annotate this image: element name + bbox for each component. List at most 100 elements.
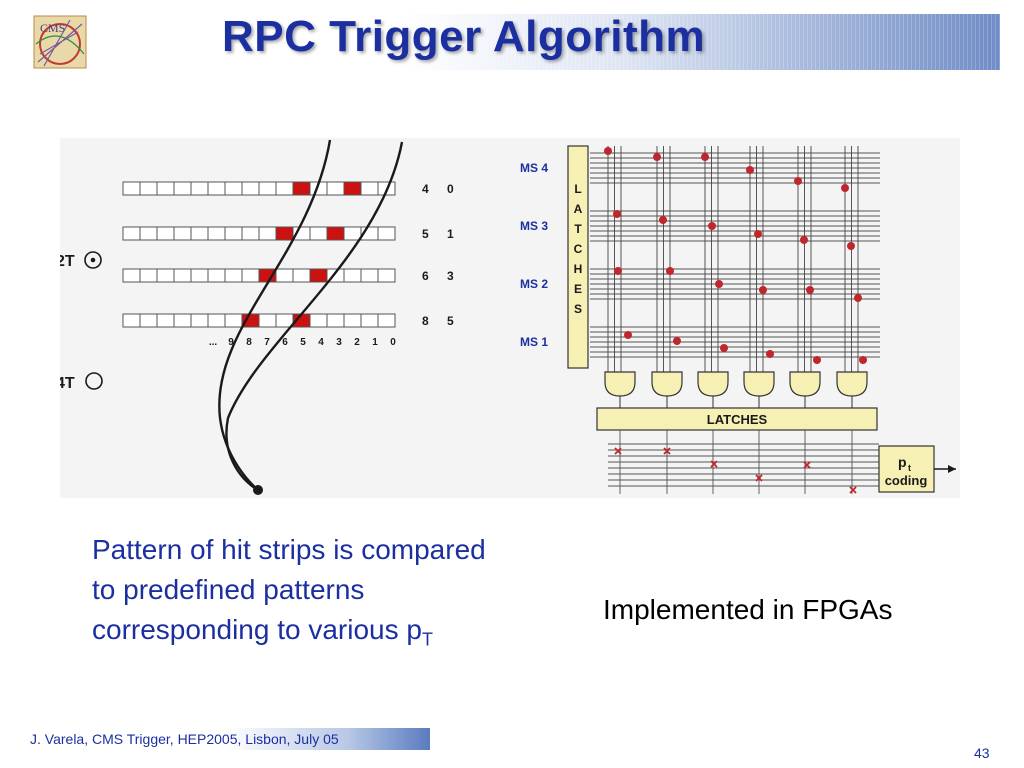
row-number-a: 8 [422, 314, 429, 328]
strip [173, 226, 192, 241]
strip [343, 268, 362, 283]
footer-bar: J. Varela, CMS Trigger, HEP2005, Lisbon,… [22, 728, 430, 750]
pt-coding-box [878, 445, 935, 493]
x-mark [663, 447, 671, 455]
strip [207, 313, 226, 328]
strip [224, 313, 243, 328]
ms-label: MS 3 [520, 219, 548, 233]
strip [224, 226, 243, 241]
strip-index-label: 2 [354, 337, 360, 348]
hit-dot [624, 331, 632, 339]
row-number-a: 5 [422, 227, 429, 241]
strip-index-label: 5 [300, 337, 306, 348]
muon-track-low [225, 141, 404, 492]
and-gate [836, 371, 868, 397]
hit-dot [854, 294, 862, 302]
row-number-b: 0 [447, 182, 454, 196]
strip [241, 181, 260, 196]
hit-dot [604, 147, 612, 155]
body-line-3-main: corresponding to various p [92, 614, 422, 645]
strip [190, 226, 209, 241]
strip [224, 181, 243, 196]
muon-track-high [218, 139, 332, 491]
strip [360, 268, 379, 283]
latch-letter: H [574, 262, 583, 276]
hit-dot [746, 166, 754, 174]
latch-letter: T [574, 222, 582, 236]
field-out-icon [84, 251, 102, 269]
strip [360, 313, 379, 328]
hit-dot [673, 337, 681, 345]
body-line-3: corresponding to various pT [92, 610, 582, 660]
latches-horizontal-label: LATCHES [707, 412, 768, 427]
strip [224, 268, 243, 283]
strip [309, 313, 328, 328]
row-number-a: 4 [422, 182, 429, 196]
latch-letter: L [574, 182, 581, 196]
header-bar [0, 14, 1000, 70]
hit-dot [720, 344, 728, 352]
strip [343, 226, 362, 241]
latch-letter: C [574, 242, 583, 256]
strip [275, 181, 294, 196]
x-mark [849, 486, 857, 494]
hit-dot [806, 286, 814, 294]
body-line-3-sub: T [421, 629, 433, 650]
strip-index-label: 6 [282, 337, 288, 348]
x-mark [710, 460, 718, 468]
and-gate [697, 371, 729, 397]
row-number-b: 3 [447, 269, 454, 283]
hit-dot [841, 184, 849, 192]
fpga-note: Implemented in FPGAs [603, 594, 893, 625]
ms-labels: MS 4MS 3MS 2MS 1 [520, 161, 548, 349]
hit-dot [754, 230, 762, 238]
latch-letter: A [574, 202, 583, 216]
row-number-b: 5 [447, 314, 454, 328]
strip [156, 313, 175, 328]
ms-layer-lines [590, 152, 880, 358]
hit-strip [292, 181, 311, 196]
pt-arrowhead [948, 465, 956, 473]
strip [258, 226, 277, 241]
strip [139, 226, 158, 241]
latches-horizontal-box [596, 407, 878, 431]
strip [122, 226, 141, 241]
strip [326, 313, 345, 328]
field-out-dot [90, 257, 96, 263]
hit-strip [343, 181, 362, 196]
strip-index-label: 7 [264, 337, 270, 348]
strip-index-label: 9 [228, 337, 234, 348]
strip [292, 268, 311, 283]
strip [122, 181, 141, 196]
x-mark [614, 447, 622, 455]
hit-dot [666, 267, 674, 275]
hit-dot [800, 236, 808, 244]
row-number-b: 1 [447, 227, 454, 241]
and-gate [651, 371, 683, 397]
ms-label: MS 1 [520, 335, 548, 349]
hit-dot [701, 153, 709, 161]
strip [156, 226, 175, 241]
strip [207, 181, 226, 196]
field-in-icon [85, 372, 103, 390]
hit-strip [309, 268, 328, 283]
strip [139, 181, 158, 196]
page-number: 43 [974, 745, 990, 761]
output-lines [608, 430, 879, 494]
strip [377, 226, 396, 241]
footer-text: J. Varela, CMS Trigger, HEP2005, Lisbon,… [30, 731, 339, 747]
strip [241, 268, 260, 283]
and-gate [743, 371, 775, 397]
strip [343, 313, 362, 328]
strip-index-label: 8 [246, 337, 252, 348]
strip [190, 268, 209, 283]
hit-dot [659, 216, 667, 224]
latch-vertical-letters: LATCHES [574, 182, 583, 316]
hit-dot [813, 356, 821, 364]
strip [377, 268, 396, 283]
body-text: Pattern of hit strips is compared to pre… [92, 530, 582, 660]
x-mark [755, 474, 763, 482]
hit-dot [859, 356, 867, 364]
strip [326, 181, 345, 196]
